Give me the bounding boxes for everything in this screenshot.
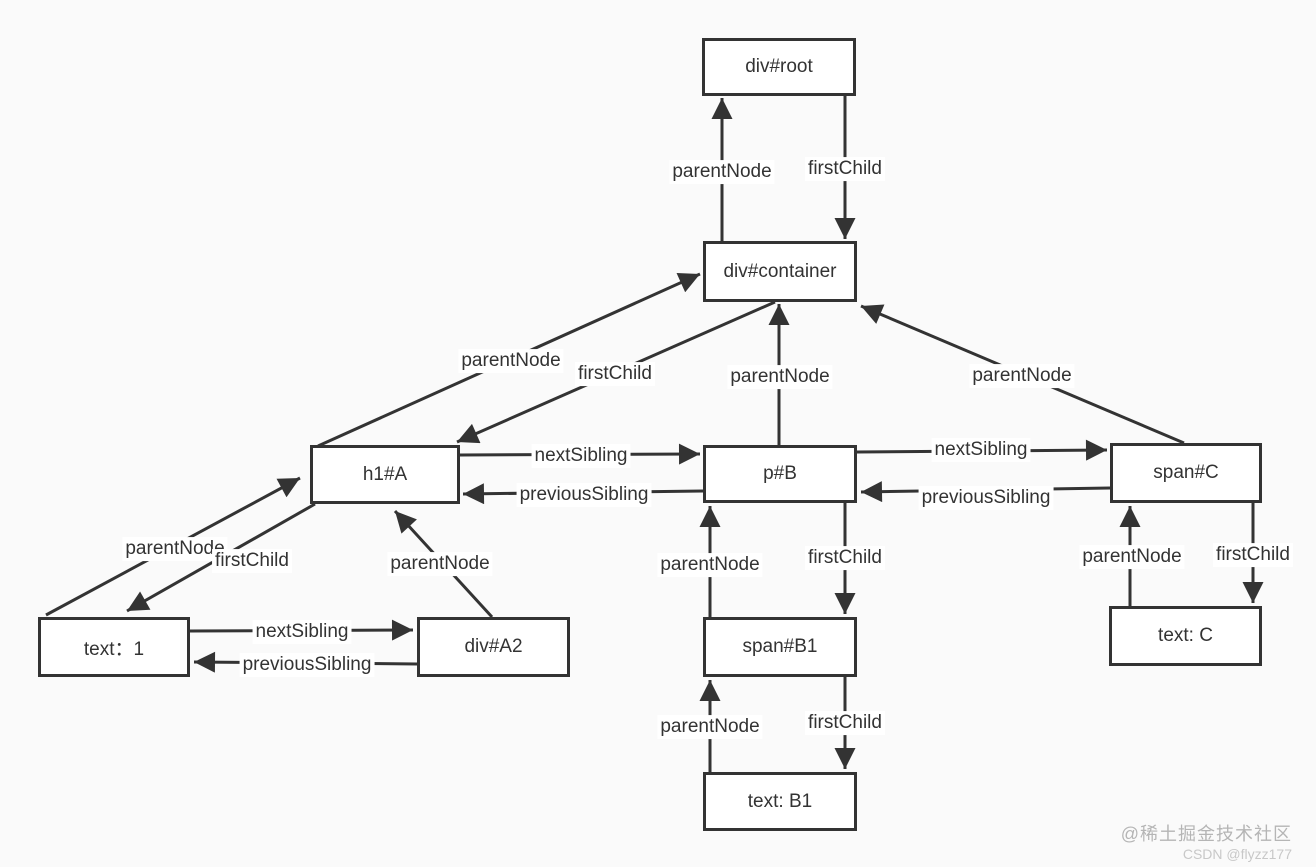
node-label: p#B: [763, 463, 797, 484]
edge-label-firstchild-root-container: firstChild: [805, 157, 885, 181]
edge-label-nextsibling-pb-spanc: nextSibling: [931, 438, 1031, 462]
node-text-b1: text: B1: [703, 772, 857, 831]
edge-label-nextsibling-text1-diva2: nextSibling: [252, 620, 352, 644]
edge-label-previoussibling-diva2-text1: previousSibling: [239, 653, 375, 677]
edge-label-nextsibling-h1a-pb: nextSibling: [531, 444, 631, 468]
edge-label-previoussibling-spanc-pb: previousSibling: [918, 486, 1054, 510]
edge-label-parentnode-pb-container: parentNode: [727, 365, 833, 389]
node-label: div#container: [723, 260, 837, 282]
watermark-csdn-text: CSDN @flyzz177: [1182, 845, 1292, 862]
edge-label-previoussibling-pb-h1a: previousSibling: [516, 483, 652, 507]
node-label: span#C: [1153, 462, 1219, 483]
edge-label-parentnode-h1a-container: parentNode: [458, 349, 564, 373]
node-label: text: B1: [747, 790, 813, 812]
node-span-c: span#C: [1110, 443, 1262, 503]
node-text-1: text：1: [38, 617, 190, 677]
node-label: div#root: [745, 56, 813, 77]
edge-label-parentnode-spanb1-pb: parentNode: [657, 553, 763, 577]
edge-label-firstchild-h1a-text1: firstChild: [212, 549, 292, 573]
edge-label-parentnode-spanc-container: parentNode: [969, 364, 1075, 388]
edge-label-parentnode-diva2-h1a: parentNode: [387, 552, 493, 576]
node-label: text: C: [1158, 625, 1213, 646]
node-div-root: div#root: [702, 38, 856, 96]
node-p-b: p#B: [703, 445, 857, 503]
edge-label-parentnode-container-root: parentNode: [669, 160, 775, 184]
node-label: span#B1: [742, 636, 818, 657]
node-text-c: text: C: [1109, 606, 1262, 666]
node-label: h1#A: [362, 463, 408, 485]
node-h1-a: h1#A: [310, 445, 460, 504]
node-div-container: div#container: [703, 241, 857, 302]
node-label: text：1: [83, 638, 145, 660]
watermark-juejin-text: @稀土掘金技术社区: [1120, 824, 1292, 844]
edge-label-firstchild-spanb1-textb1: firstChild: [805, 711, 885, 735]
edge-label-firstchild-pb-spanb1: firstChild: [805, 546, 885, 570]
edge-label-firstchild-spanc-textc: firstChild: [1213, 543, 1293, 567]
node-span-b1: span#B1: [703, 617, 857, 677]
node-div-a2: div#A2: [417, 617, 570, 677]
watermark: @稀土掘金技术社区 CSDN @flyzz177: [1121, 823, 1292, 863]
node-label: div#A2: [464, 636, 523, 657]
edge-label-parentnode-textb1-spanb1: parentNode: [657, 715, 763, 739]
edge-label-firstchild-container-h1a: firstChild: [575, 362, 655, 386]
edge-label-parentnode-text1-h1a: parentNode: [122, 537, 228, 561]
edge-label-parentnode-textc-spanc: parentNode: [1079, 545, 1185, 569]
